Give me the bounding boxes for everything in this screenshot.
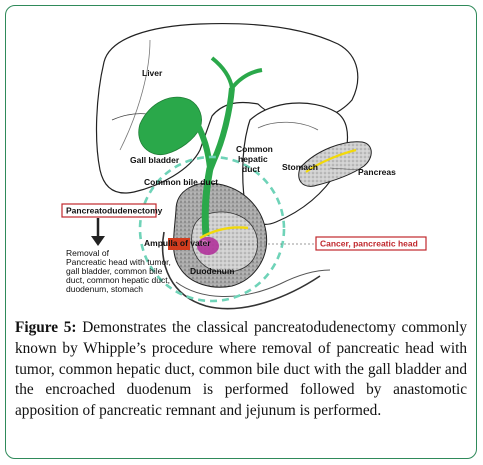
hepatic-branch-left [210,56,234,89]
pancreas-shape [298,141,372,187]
procedure-box [61,203,157,218]
tumor-highlight [200,240,208,246]
duodenum-inner-loop [161,231,321,310]
caption-text: Demonstrates the classical pancreatodude… [15,319,467,420]
common-hepatic-duct-label-1: Common [236,144,273,154]
removal-note-line: duct, common hepatic duct, [66,275,170,285]
cancer-label: Cancer, pancreatic head [320,239,418,249]
figure-number: Figure 5: [15,319,77,336]
pancreas-label: Pancreas [358,167,396,177]
pancreatic-duct-tail [305,148,357,173]
liver-label: Liver [142,68,163,78]
procedure-arrow-head [91,236,105,246]
pancreas-leader-line [329,167,361,171]
common-hepatic-duct-label-2: hepatic [238,154,268,164]
figure-caption: Figure 5: Demonstrates the classical pan… [15,318,467,422]
removal-note-line: gall bladder, common bile [66,266,163,276]
removal-note-line: Pancreatic head with tumor, [66,257,171,267]
jejunum-loop [175,269,331,298]
cancer-box [315,236,427,251]
removal-note-line: Removal of [66,248,110,258]
removal-note-line: duodenum, stomach [66,284,143,294]
liver-lobe-line [119,39,151,151]
ampulla-label: Ampulla of vater [144,238,211,248]
removal-note: Removal of Pancreatic head with tumor, g… [66,248,171,294]
common-bile-duct [201,167,214,237]
procedure-label: Pancreatodudenectomy [66,206,163,216]
stomach-curve [257,121,319,131]
ampulla-marker [168,238,190,250]
duodenum-label: Duodenum [190,266,235,276]
common-bile-duct-label: Common bile duct [144,177,218,187]
stomach-label: Stomach [282,162,318,172]
gall-bladder-label: Gall bladder [130,155,180,165]
common-hepatic-duct-label-3: duct [242,164,260,174]
resection-circle [138,155,286,303]
hepatic-branch-right [230,68,263,90]
pancreatic-duct-head [199,226,249,240]
common-hepatic-duct [207,87,235,172]
